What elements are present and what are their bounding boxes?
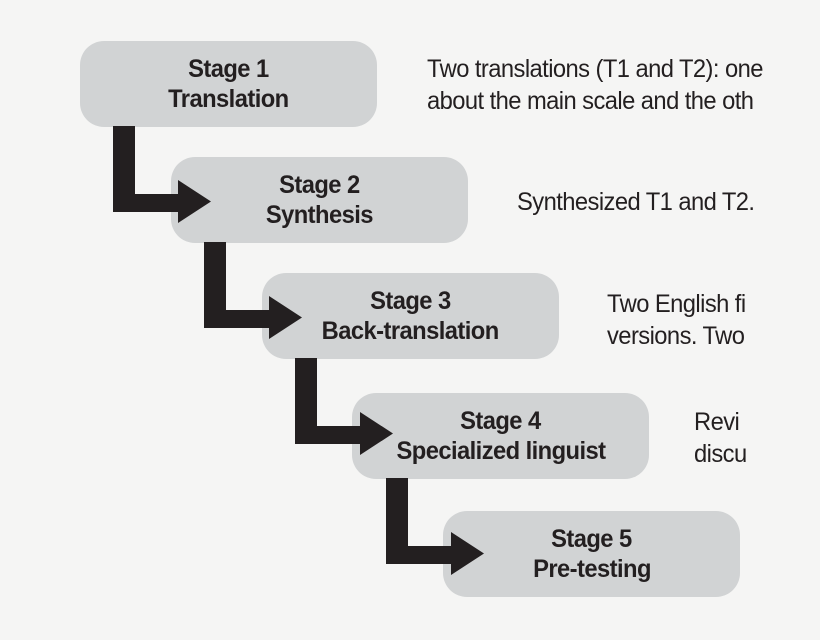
description-line: Two English fi xyxy=(607,290,746,318)
stage-3-description: Two English fi versions. Two xyxy=(607,288,746,352)
flow-arrow-stage2-to-stage3 xyxy=(204,242,302,339)
flow-arrow-stage3-to-stage4 xyxy=(295,358,393,455)
stage-box-2: Stage 2 Synthesis xyxy=(171,157,468,243)
stage-1-description: Two translations (T1 and T2): one about … xyxy=(427,53,763,117)
description-line: Revi xyxy=(694,408,740,436)
flow-arrow-stage4-to-stage5 xyxy=(386,478,484,575)
stage-4-subtitle: Specialized linguist xyxy=(396,437,606,465)
stage-1-subtitle: Translation xyxy=(168,85,289,113)
stage-2-title: Stage 2 xyxy=(279,171,360,199)
stage-4-title: Stage 4 xyxy=(460,407,541,435)
stage-4-description: Revi discu xyxy=(694,406,747,470)
stage-box-5: Stage 5 Pre-testing xyxy=(443,511,740,597)
stage-box-1: Stage 1 Translation xyxy=(80,41,377,127)
stage-3-title: Stage 3 xyxy=(370,287,451,315)
description-line: discu xyxy=(694,440,747,468)
stage-2-description: Synthesized T1 and T2. xyxy=(517,186,755,218)
stage-box-4: Stage 4 Specialized linguist xyxy=(352,393,649,479)
description-line: versions. Two xyxy=(607,322,745,350)
description-line: Synthesized T1 and T2. xyxy=(517,188,755,216)
stage-2-subtitle: Synthesis xyxy=(265,201,374,229)
stage-3-subtitle: Back-translation xyxy=(322,317,500,345)
description-line: about the main scale and the oth xyxy=(427,87,754,115)
stage-5-title: Stage 5 xyxy=(551,525,632,553)
stage-1-title: Stage 1 xyxy=(188,55,269,83)
description-line: Two translations (T1 and T2): one xyxy=(427,55,763,83)
flow-arrow-stage1-to-stage2 xyxy=(113,126,211,223)
stage-5-subtitle: Pre-testing xyxy=(532,555,651,583)
stage-box-3: Stage 3 Back-translation xyxy=(262,273,559,359)
